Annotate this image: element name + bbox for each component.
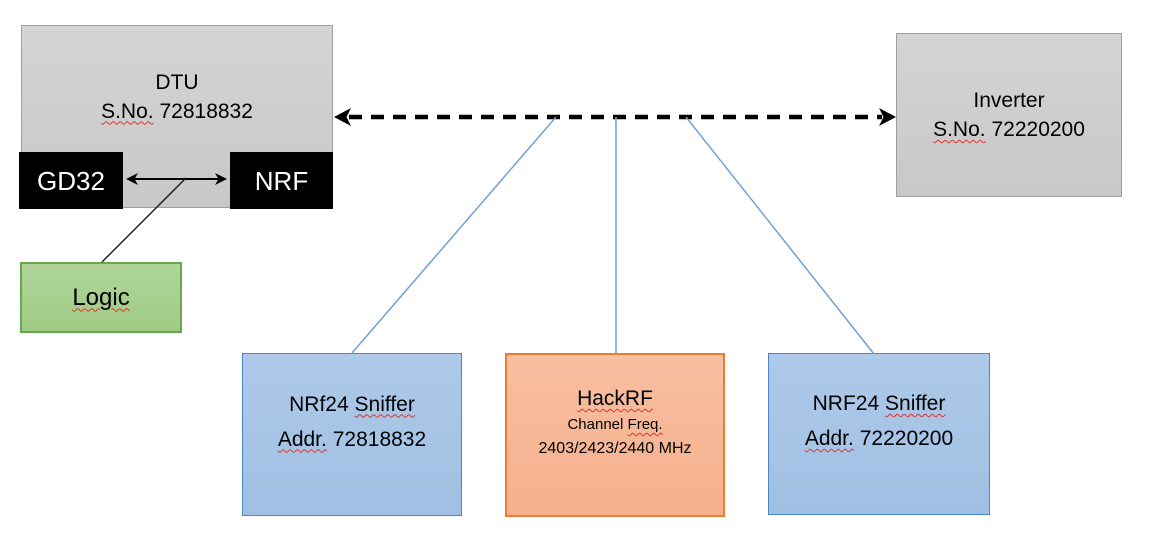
sniffer-left-address: Addr.72818832 [277, 427, 427, 451]
logic-box: Logic [20, 262, 182, 333]
dtu-serial-label: S.No. [101, 99, 154, 123]
inverter-serial: S.No.72220200 [933, 115, 1085, 144]
inverter-box: Inverter S.No.72220200 [896, 33, 1122, 197]
logic-label: Logic [72, 283, 130, 311]
gd32-label: GD32 [37, 165, 105, 196]
nrf-label: NRF [254, 165, 309, 196]
inverter-serial-number: 72220200 [991, 118, 1085, 141]
gd32-chip: GD32 [19, 152, 123, 209]
inverter-serial-label: S.No. [933, 118, 986, 141]
hackrf-title: HackRF [577, 387, 653, 410]
nrf-chip: NRF [230, 152, 333, 209]
inverter-title: Inverter [973, 89, 1045, 112]
hackrf-frequencies: 2403/2423/2440 MHz [538, 440, 692, 457]
sniffer-right-address: Addr.72220200 [804, 427, 954, 450]
link-to-sniffer-right-line [685, 116, 875, 355]
dtu-inverter-dashed-arrow [334, 108, 896, 126]
link-to-sniffer-left-line [351, 116, 557, 354]
dtu-serial-number: 72818832 [159, 99, 253, 123]
dtu-title: DTU [155, 70, 199, 94]
dtu-serial: S.No.72818832 [101, 97, 253, 126]
